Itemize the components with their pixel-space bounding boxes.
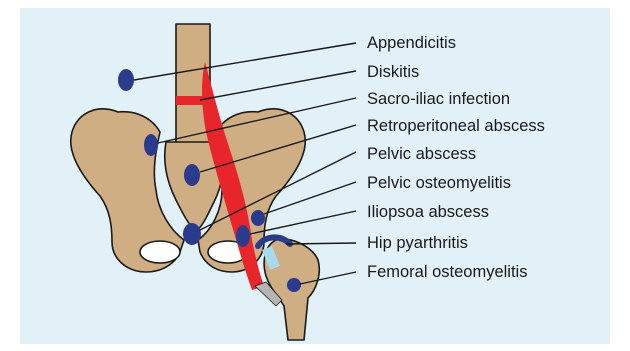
label-iliopsoa-abscess: Iliopsoa abscess: [367, 203, 489, 221]
disk-band: [176, 96, 212, 105]
site-iliopsoas: [236, 225, 250, 247]
label-diskitis: Diskitis: [367, 63, 419, 81]
leader-hip-pyarthritis: [286, 243, 356, 244]
site-pelvic: [183, 223, 201, 245]
label-pelvic-osteomyelitis: Pelvic osteomyelitis: [367, 174, 511, 192]
site-appendix: [118, 69, 134, 91]
site-retroperitoneal: [184, 164, 200, 186]
site-femoral: [287, 278, 301, 292]
left-obturator-foramen: [140, 241, 180, 263]
site-sacro-iliac: [144, 134, 158, 156]
site-pelvic-osteomyelitis: [251, 210, 265, 226]
label-appendicitis: Appendicitis: [367, 34, 456, 52]
label-pelvic-abscess: Pelvic abscess: [367, 145, 476, 163]
label-retroperitoneal-abscess: Retroperitoneal abscess: [367, 117, 545, 135]
label-sacro-iliac-infection: Sacro-iliac infection: [367, 90, 510, 108]
label-hip-pyarthritis: Hip pyarthritis: [367, 234, 468, 252]
label-femoral-osteomyelitis: Femoral osteomyelitis: [367, 263, 527, 281]
